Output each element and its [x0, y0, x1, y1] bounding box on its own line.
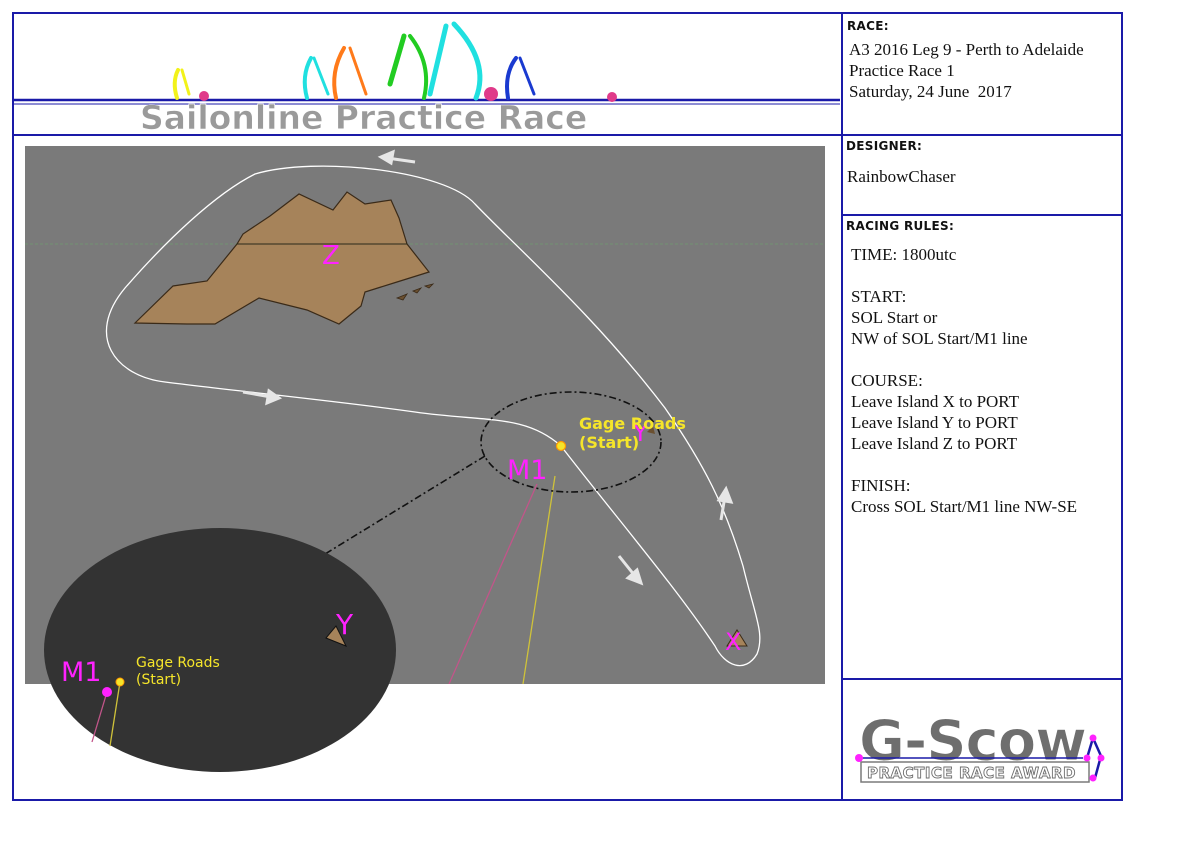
- islet: [412, 287, 423, 294]
- award-sail-icon: [1085, 734, 1103, 779]
- race-subtitle: Practice Race 1: [849, 61, 955, 80]
- island-y: [647, 426, 655, 434]
- islet: [395, 293, 409, 301]
- award-panel: [841, 678, 1123, 801]
- island-y-label: Y: [632, 419, 648, 447]
- rules-course-heading: COURSE:: [851, 371, 923, 390]
- course-route: [105, 165, 761, 667]
- race-caption: RACE:: [847, 19, 889, 33]
- rules-start-option-2: NW of SOL Start/M1 line: [851, 329, 1028, 348]
- rhumb-line-m1: [448, 483, 538, 684]
- start-label-line-2: (Start): [579, 433, 639, 452]
- rules-list: TIME: 1800utc START: SOL Start or NW of …: [851, 244, 1077, 517]
- sea: [25, 146, 825, 684]
- zoom-circle: [480, 391, 662, 493]
- rules-spacer: [851, 454, 1077, 475]
- rules-finish-line: Cross SOL Start/M1 line NW-SE: [851, 497, 1078, 516]
- rules-spacer: [851, 349, 1077, 370]
- rules-caption: RACING RULES:: [846, 219, 955, 233]
- rules-spacer: [851, 265, 1077, 286]
- designer-name: RainbowChaser: [847, 167, 956, 186]
- race-details: A3 2016 Leg 9 - Perth to Adelaide Practi…: [849, 39, 1084, 102]
- designer-caption: DESIGNER:: [846, 139, 923, 153]
- start-label-line-1: Gage Roads: [579, 414, 686, 433]
- rules-course-y: Leave Island Y to PORT: [851, 413, 1018, 432]
- route-arrows: [242, 149, 734, 586]
- sails-icon: [172, 21, 536, 101]
- mark-m1-label: M1: [507, 455, 547, 486]
- island-z: [133, 191, 431, 325]
- header-logo: Sailonline Practice Race: [14, 21, 840, 134]
- race-date: Saturday, 24 June 2017: [849, 82, 1012, 101]
- page-title: Sailonline Practice Race: [140, 98, 587, 134]
- island-x: [726, 629, 748, 647]
- award-subtitle: PRACTICE RACE AWARD: [867, 764, 1076, 782]
- start-marker: [555, 440, 567, 452]
- rhumb-line-start: [522, 475, 556, 684]
- island-z-label: Z: [322, 241, 340, 271]
- rules-time: TIME: 1800utc: [851, 245, 957, 264]
- rules-course-x: Leave Island X to PORT: [851, 392, 1019, 411]
- award-logo: G-Scow PRACTICE RACE AWARD: [855, 709, 1105, 783]
- rules-course-z: Leave Island Z to PORT: [851, 434, 1018, 453]
- islet: [423, 283, 435, 289]
- course-map: Z Y X M1 Gage Roads (Start): [25, 146, 825, 684]
- island-x-label: X: [725, 628, 741, 656]
- award-banner: [860, 761, 1090, 783]
- rules-finish-heading: FINISH:: [851, 476, 911, 495]
- race-name: A3 2016 Leg 9 - Perth to Adelaide: [849, 40, 1084, 59]
- rules-start-option-1: SOL Start or: [851, 308, 938, 327]
- rules-start-heading: START:: [851, 287, 907, 306]
